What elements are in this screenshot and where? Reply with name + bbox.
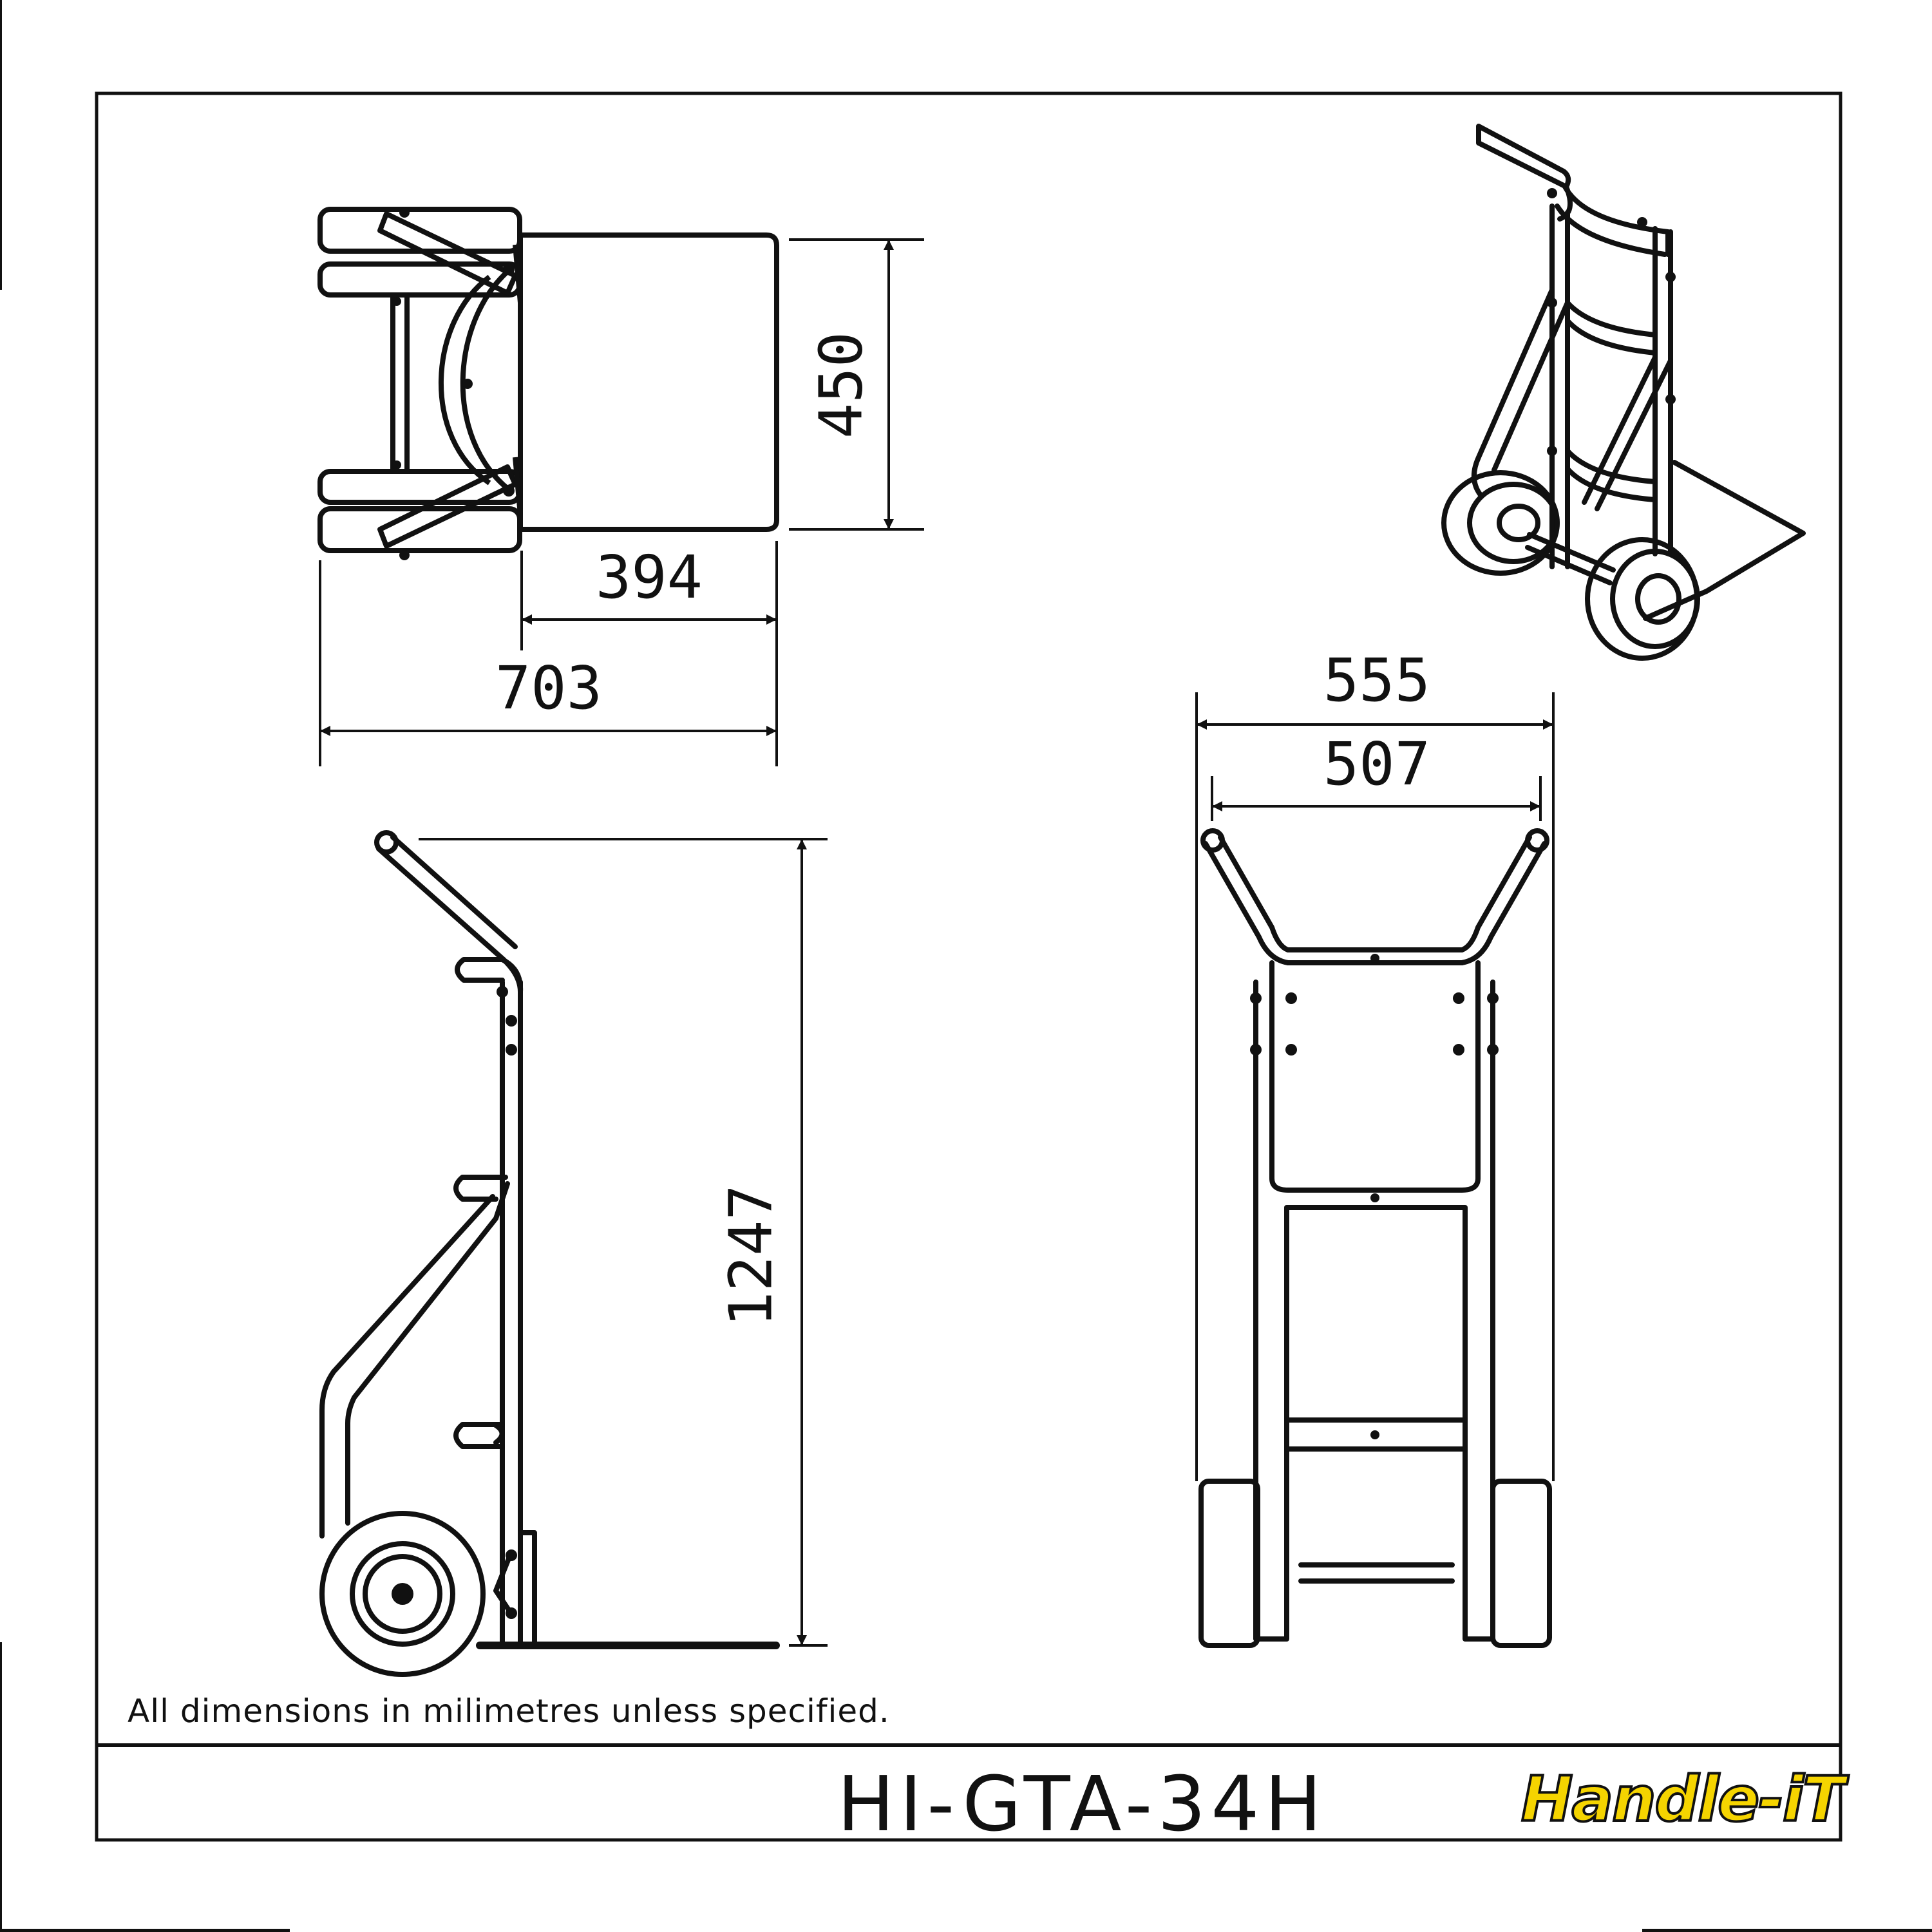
front-view: [1198, 828, 1552, 1648]
units-note: All dimensions in milimetres unless spec…: [128, 1692, 890, 1730]
dimension-top-depth: 394: [596, 543, 703, 612]
brand-logo: Handle-iT: [1520, 1762, 1846, 1837]
top-view-dimensions: [319, 238, 924, 766]
dimension-top-width: 450: [806, 332, 875, 439]
front-view-bolts: [1250, 954, 1499, 1439]
front-view-dimensions: [1195, 692, 1555, 1481]
side-view: [319, 830, 780, 1677]
top-view: [317, 207, 779, 553]
top-view-bolts: [392, 207, 515, 560]
side-view-bolts: [392, 986, 517, 1619]
model-code: HI-GTA-34H: [837, 1759, 1327, 1848]
isometric-view-bolts: [1547, 188, 1676, 456]
isometric-view: [1441, 124, 1806, 661]
dimension-front-inner: 507: [1323, 730, 1430, 799]
side-view-dimensions: [419, 838, 828, 1647]
dimension-side-height: 1247: [716, 1184, 785, 1327]
dimension-top-overall: 703: [495, 654, 602, 723]
dimension-front-overall: 555: [1323, 646, 1430, 715]
